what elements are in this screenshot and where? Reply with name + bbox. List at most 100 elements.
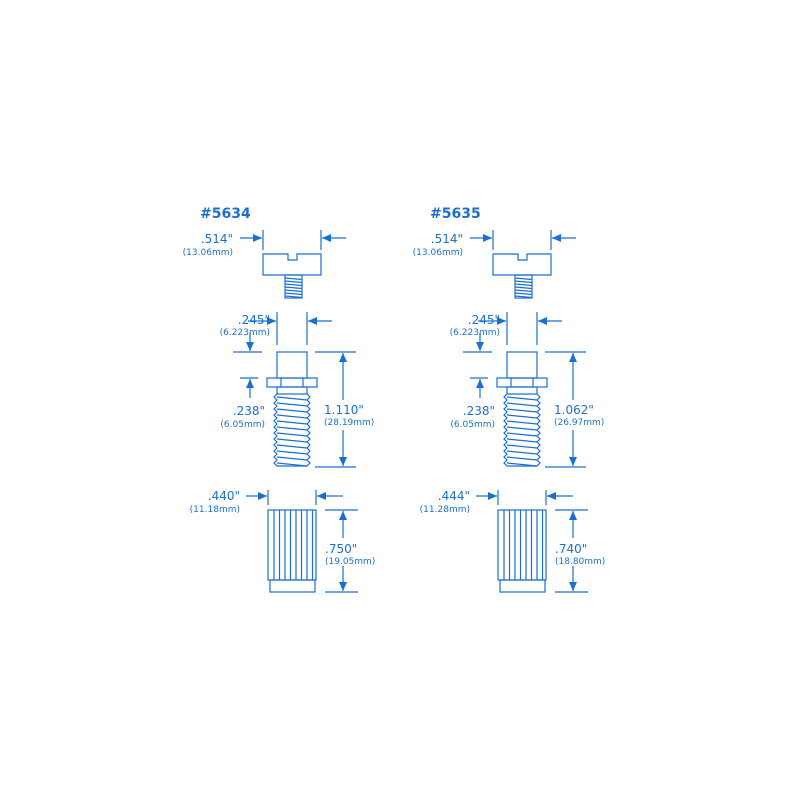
arrowhead-icon xyxy=(552,234,561,242)
screw-width-mm-label: (13.06mm) xyxy=(183,248,233,258)
arrowhead-icon xyxy=(569,353,577,362)
thread-line xyxy=(276,450,308,455)
thread-line xyxy=(284,295,303,299)
thread-line xyxy=(276,408,308,413)
part-number-title: #5635 xyxy=(430,206,481,222)
screw-width-label: .514" xyxy=(201,232,233,246)
thread-line xyxy=(506,462,538,467)
thread-line xyxy=(284,286,303,290)
post-width-mm-label: (6.223mm) xyxy=(220,328,270,338)
knob-height-mm-label: (18.80mm) xyxy=(555,557,605,567)
post-length-mm-label: (28.19mm) xyxy=(324,418,374,428)
thread-line xyxy=(506,402,538,407)
flange-depth-mm-label: (6.05mm) xyxy=(220,420,265,430)
thread-line xyxy=(506,414,538,419)
thumb-screw-head xyxy=(492,253,552,276)
post-threads xyxy=(273,393,311,467)
thread-line xyxy=(514,289,533,293)
screw-width-mm-label: (13.06mm) xyxy=(413,248,463,258)
thread-line xyxy=(506,438,538,443)
post-width-label: .245" xyxy=(238,313,270,327)
thumb-screw-head xyxy=(262,253,322,276)
post-top xyxy=(506,351,538,379)
arrowhead-icon xyxy=(308,317,317,325)
thread-line xyxy=(284,280,303,284)
knob-height-mm-label: (19.05mm) xyxy=(325,557,375,567)
thread-line xyxy=(276,438,308,443)
thread-line xyxy=(514,295,533,299)
arrowhead-icon xyxy=(488,492,497,500)
thread-line xyxy=(514,283,533,287)
thread-line xyxy=(506,426,538,431)
thread-line xyxy=(514,277,533,281)
thread-line xyxy=(284,289,303,293)
thread-line xyxy=(276,426,308,431)
post-length-mm-label: (26.97mm) xyxy=(554,418,604,428)
knob-width-mm-label: (11.28mm) xyxy=(420,505,470,515)
arrowhead-icon xyxy=(476,379,484,388)
thread-line xyxy=(284,283,303,287)
thread-line xyxy=(276,402,308,407)
screw-shank xyxy=(284,274,303,299)
knob-width-label: .444" xyxy=(438,489,470,503)
post-neck xyxy=(276,386,308,395)
post-flange xyxy=(266,377,318,388)
thread-line xyxy=(506,396,538,401)
thread-line xyxy=(276,456,308,461)
arrowhead-icon xyxy=(246,379,254,388)
knob-height-label: .750" xyxy=(325,542,357,556)
post-width-mm-label: (6.223mm) xyxy=(450,328,500,338)
post-length-label: 1.062" xyxy=(554,403,594,417)
thread-line xyxy=(276,414,308,419)
arrowhead-icon xyxy=(317,492,326,500)
part-number-title: #5634 xyxy=(200,206,251,222)
flange-depth-label: .238" xyxy=(233,404,265,418)
thread-line xyxy=(506,444,538,449)
thread-line xyxy=(276,444,308,449)
arrowhead-icon xyxy=(476,342,484,351)
knob-base xyxy=(499,579,546,593)
arrowhead-icon xyxy=(339,582,347,591)
arrowhead-icon xyxy=(569,457,577,466)
arrowhead-icon xyxy=(483,234,492,242)
arrowhead-icon xyxy=(569,582,577,591)
knob-base xyxy=(269,579,316,593)
screw-width-label: .514" xyxy=(431,232,463,246)
thread-line xyxy=(506,420,538,425)
knob-width-mm-label: (11.18mm) xyxy=(190,505,240,515)
thread-line xyxy=(276,396,308,401)
screw-shank xyxy=(514,274,533,299)
thread-line xyxy=(276,420,308,425)
arrowhead-icon xyxy=(322,234,331,242)
knurled-knob xyxy=(497,509,547,581)
knurled-knob xyxy=(267,509,317,581)
post-length-label: 1.110" xyxy=(324,403,364,417)
arrowhead-icon xyxy=(258,492,267,500)
arrowhead-icon xyxy=(253,234,262,242)
part-drawing-2: #5635.514"(13.06mm).245"(6.223mm)1.062"(… xyxy=(413,206,605,593)
arrowhead-icon xyxy=(246,342,254,351)
post-width-label: .245" xyxy=(468,313,500,327)
thread-line xyxy=(506,408,538,413)
arrowhead-icon xyxy=(339,353,347,362)
flange-depth-label: .238" xyxy=(463,404,495,418)
thread-line xyxy=(506,432,538,437)
flange-depth-mm-label: (6.05mm) xyxy=(450,420,495,430)
arrowhead-icon xyxy=(538,317,547,325)
thread-line xyxy=(284,277,303,281)
thread-line xyxy=(506,450,538,455)
thread-line xyxy=(514,286,533,290)
arrowhead-icon xyxy=(547,492,556,500)
knob-height-label: .740" xyxy=(555,542,587,556)
post-neck xyxy=(506,386,538,395)
thread-line xyxy=(276,432,308,437)
post-threads xyxy=(503,393,541,467)
arrowhead-icon xyxy=(267,317,276,325)
knob-width-label: .440" xyxy=(208,489,240,503)
part-drawing-1: #5634.514"(13.06mm).245"(6.223mm)1.110"(… xyxy=(183,206,375,593)
post-top xyxy=(276,351,308,379)
thread-line xyxy=(506,456,538,461)
arrowhead-icon xyxy=(497,317,506,325)
arrowhead-icon xyxy=(339,511,347,520)
